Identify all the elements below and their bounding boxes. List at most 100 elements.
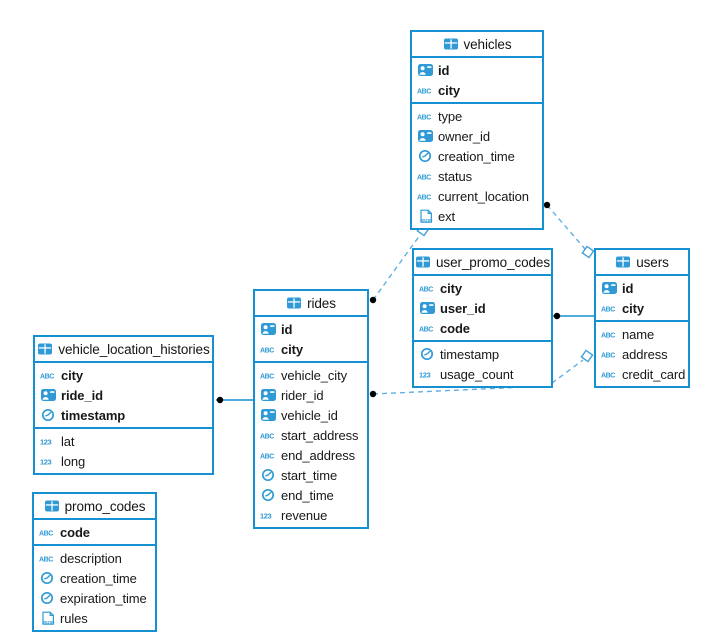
id-type-icon [260,388,281,402]
field-name: city [440,280,463,296]
table-header[interactable]: vehicles [412,32,542,58]
field-row-rider_id[interactable]: rider_id [255,385,367,405]
svg-text:ABC: ABC [40,374,54,381]
field-row-owner_id[interactable]: owner_id [412,126,542,146]
field-row-city[interactable]: ABC city [255,339,367,359]
field-row-code[interactable]: ABC code [414,318,551,338]
svg-text:ABC: ABC [601,307,615,314]
table-header[interactable]: rides [255,291,367,317]
field-row-end_time[interactable]: end_time [255,485,367,505]
field-row-expiration_time[interactable]: expiration_time [34,588,155,608]
time-type-icon [39,591,60,605]
field-name: code [440,320,470,336]
field-row-ride_id[interactable]: ride_id [35,385,212,405]
table-header[interactable]: promo_codes [34,494,155,520]
field-name: rider_id [281,387,324,403]
field-name: revenue [281,507,328,523]
field-row-start_time[interactable]: start_time [255,465,367,485]
field-name: city [622,300,645,316]
svg-text:ABC: ABC [601,333,615,340]
field-row-timestamp[interactable]: timestamp [35,405,212,425]
field-row-timestamp[interactable]: timestamp [414,344,551,364]
table-header[interactable]: vehicle_location_histories [35,337,212,363]
field-name: vehicle_id [281,407,338,423]
svg-text:ABC: ABC [601,353,615,360]
id-type-icon [601,281,622,295]
json-type-icon: JSON [417,209,438,224]
field-row-id[interactable]: id [255,319,367,339]
table-header[interactable]: user_promo_codes [414,250,551,276]
field-row-city[interactable]: ABC city [596,298,688,318]
field-name: lat [61,433,75,449]
relation-rides-to-vehicles[interactable] [372,234,421,301]
field-row-vehicle_id[interactable]: vehicle_id [255,405,367,425]
field-row-creation_time[interactable]: creation_time [412,146,542,166]
relation-square-marker [581,245,595,259]
svg-text:ABC: ABC [260,374,274,381]
field-name: expiration_time [60,590,147,606]
table-icon [286,296,302,310]
field-name: id [281,321,293,337]
text-type-icon: ABC [419,321,440,335]
table-name: rides [307,295,336,311]
relation-dot-marker [216,396,224,404]
field-name: vehicle_city [281,367,347,383]
svg-text:ABC: ABC [417,175,431,182]
svg-text:ABC: ABC [419,327,433,334]
field-name: city [281,341,304,357]
field-name: rules [60,610,88,626]
field-name: id [622,280,634,296]
field-row-id[interactable]: id [412,60,542,80]
text-type-icon: ABC [601,301,622,315]
svg-text:ABC: ABC [260,348,274,355]
field-name: end_address [281,447,356,463]
table-header[interactable]: users [596,250,688,276]
svg-text:ABC: ABC [417,89,431,96]
relation-vehicles-to-users[interactable] [546,204,586,250]
id-type-icon [40,388,61,402]
relation-dot-marker [543,201,551,209]
field-row-vehicle_city[interactable]: ABC vehicle_city [255,365,367,385]
svg-text:JSON: JSON [420,217,433,222]
field-name: description [60,550,122,566]
field-row-creation_time[interactable]: creation_time [34,568,155,588]
svg-text:ABC: ABC [260,434,274,441]
text-type-icon: ABC [417,109,438,123]
field-row-id[interactable]: id [596,278,688,298]
svg-text:123: 123 [419,371,431,380]
table-name: vehicles [463,36,512,52]
field-row-user_id[interactable]: user_id [414,298,551,318]
svg-text:ABC: ABC [39,531,53,538]
